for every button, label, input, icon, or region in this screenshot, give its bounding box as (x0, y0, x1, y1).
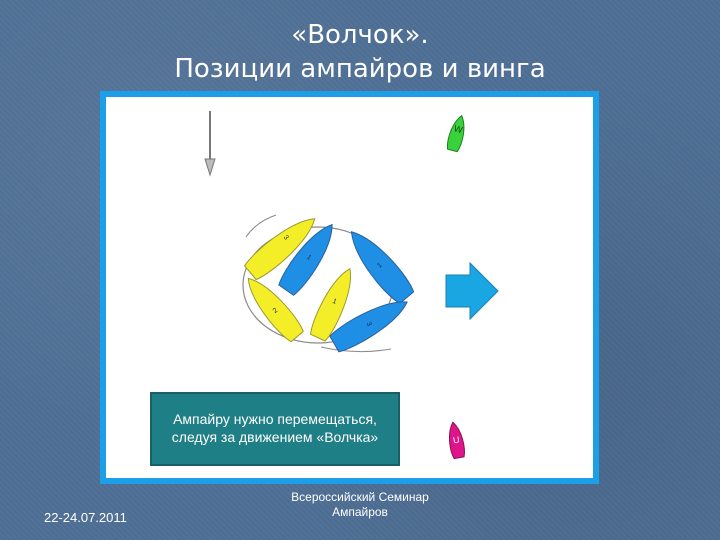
wake-line-2 (245, 214, 277, 238)
blue-boat-2: 1 (350, 231, 415, 305)
slide-title-line1: «Волчок». (291, 20, 429, 50)
footer-line1: Всероссийский Семинар (291, 490, 429, 504)
yellow-boat-3: 2 (247, 277, 304, 343)
note-line1: Ампайру нужно перемещаться, (173, 411, 377, 427)
yellow-boat-1: 3 (243, 218, 316, 281)
umpire-boat: U (448, 421, 465, 460)
yellow-boat-2-label: 1 (331, 298, 338, 306)
blue-boat-3: 3 (329, 301, 408, 353)
diagram-canvas: 3 1 2 1 1 3 W (204, 111, 499, 460)
wind-arrow-icon (204, 111, 216, 177)
yellow-boat-3-label: 2 (272, 307, 280, 315)
wing-boat: W (446, 114, 465, 153)
yellow-boat-2: 1 (310, 267, 352, 342)
footer-date: 22-24.07.2011 (44, 510, 127, 525)
wing-boat-label: W (453, 123, 464, 135)
blue-boat-1: 1 (278, 223, 333, 296)
instruction-note: Ампайру нужно перемещаться, следуя за дв… (150, 392, 400, 466)
wake-line-1 (320, 346, 392, 353)
blue-boat-3-label: 3 (365, 321, 373, 328)
blue-boat-2-label: 1 (376, 262, 384, 270)
move-right-arrow-icon (445, 261, 499, 321)
umpire-boat-label: U (452, 434, 460, 445)
slide-title: «Волчок». Позиции ампайров и винга (0, 18, 720, 86)
blue-boat-1-label: 1 (305, 254, 312, 262)
slide-title-line2: Позиции ампайров и винга (174, 54, 546, 84)
yellow-boat-1-label: 3 (282, 234, 290, 242)
footer-caption: Всероссийский Семинар Ампайров (255, 490, 465, 520)
footer-line2: Ампайров (332, 505, 388, 519)
note-line2: следуя за движением «Волчка» (171, 429, 379, 445)
